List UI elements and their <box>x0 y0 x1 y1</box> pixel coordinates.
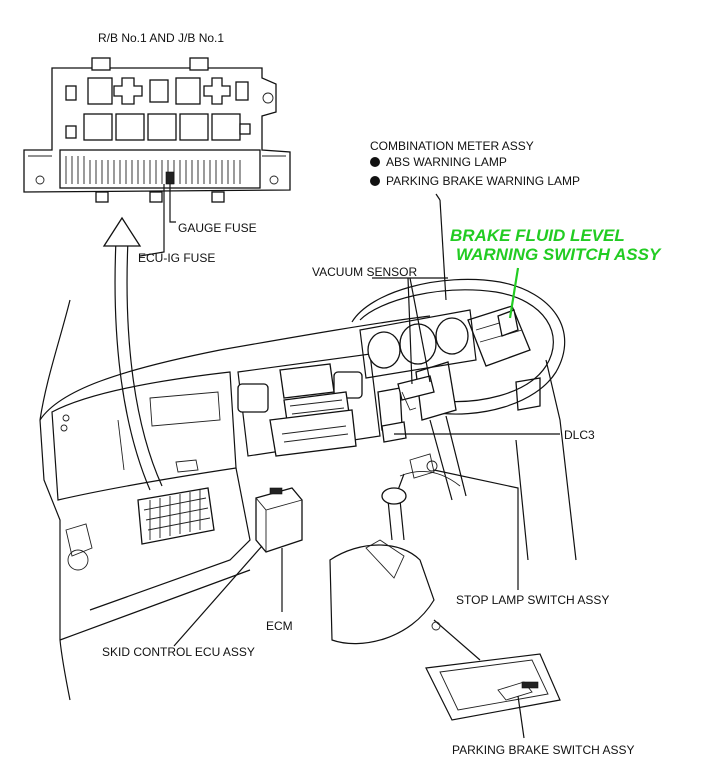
ecm-label: ECM <box>266 619 293 633</box>
parking-brake-switch-label: PARKING BRAKE SWITCH ASSY <box>452 743 634 757</box>
vacuum-sensor-label: VACUUM SENSOR <box>312 265 417 279</box>
relay-junction-block <box>23 57 291 203</box>
parking-brake-lever <box>425 653 561 721</box>
stop-lamp-label: STOP LAMP SWITCH ASSY <box>456 593 609 607</box>
location-arrow <box>102 216 163 491</box>
junction-block-under-dash <box>137 487 215 545</box>
brake-fluid-leader <box>508 267 520 319</box>
dlc3-connector <box>381 421 407 443</box>
brake-fluid-label-line2: WARNING SWITCH ASSY <box>456 245 662 264</box>
dlc3-label: DLC3 <box>564 428 595 442</box>
ecu-ig-fuse-label: ECU-IG FUSE <box>138 251 215 265</box>
parking-lamp-bullet <box>370 176 380 186</box>
vacuum-sensor <box>397 375 435 411</box>
combination-meter-label: COMBINATION METER ASSY <box>370 139 534 153</box>
rb-jb-label: R/B No.1 AND J/B No.1 <box>98 31 224 45</box>
stop-lamp-switch <box>397 453 461 491</box>
abs-lamp-label: ABS WARNING LAMP <box>386 155 507 169</box>
shift-console <box>329 487 481 661</box>
gauge-fuse-label: GAUGE FUSE <box>178 221 257 235</box>
skid-control-label: SKID CONTROL ECU ASSY <box>102 645 255 659</box>
ecm-unit <box>255 487 303 553</box>
brake-fluid-label-line1: BRAKE FLUID LEVEL <box>450 226 625 245</box>
combination-meter <box>359 309 477 379</box>
parking-lamp-label: PARKING BRAKE WARNING LAMP <box>386 174 580 188</box>
dashboard-illustration <box>39 299 541 701</box>
brake-fluid-switch-body <box>497 309 519 337</box>
abs-lamp-bullet <box>370 157 380 167</box>
